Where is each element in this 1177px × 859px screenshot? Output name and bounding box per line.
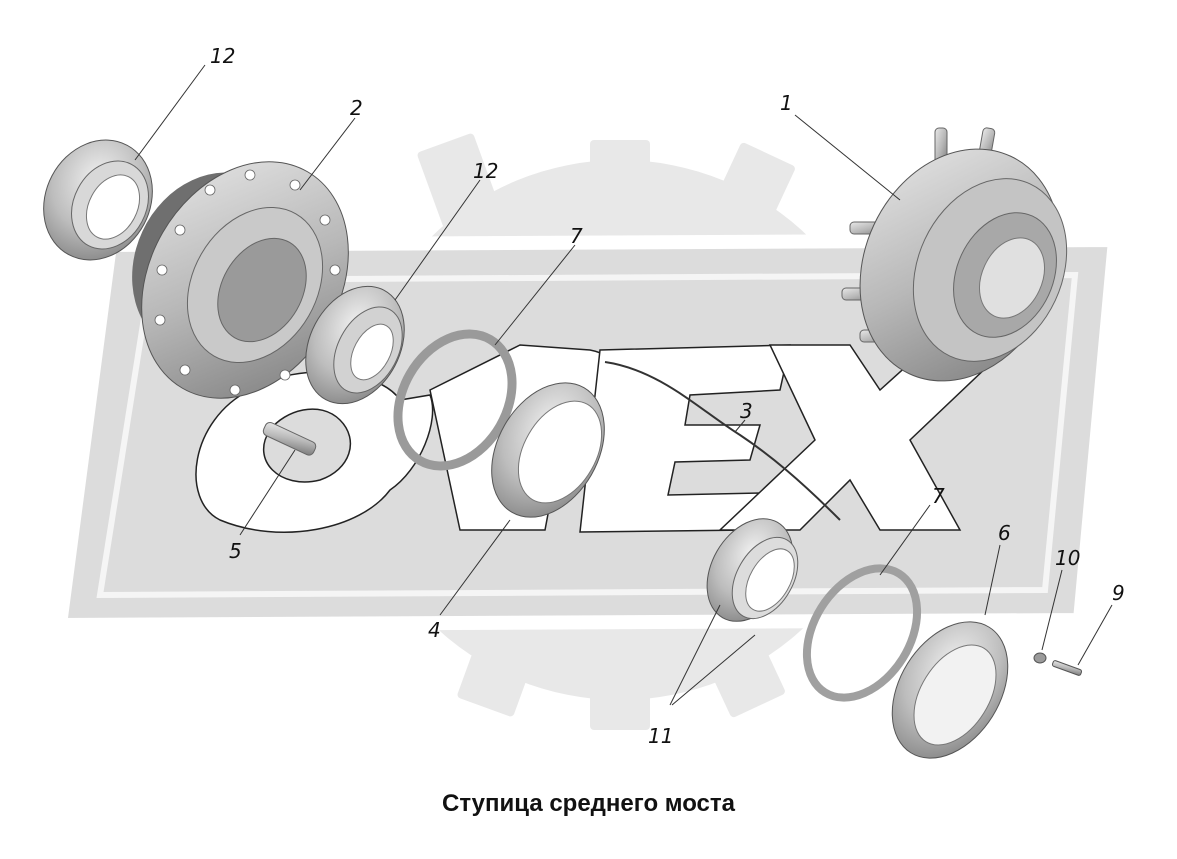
bearing-12-right: [305, 285, 405, 405]
callout-3: 3: [740, 399, 753, 423]
callout-11: 11: [648, 724, 673, 748]
leader-12-left: [134, 64, 206, 161]
washer-10: [1033, 652, 1047, 664]
callout-10: 10: [1055, 546, 1080, 570]
leader-3: [734, 419, 746, 433]
callout-5: 5: [229, 539, 242, 563]
ring-4: [491, 382, 605, 518]
leader-2: [299, 117, 356, 191]
bolt-9: [1051, 660, 1083, 676]
callout-7-upper: 7: [570, 224, 583, 248]
lock-wire-3: [604, 361, 841, 521]
hub-assembly-1: [841, 127, 1068, 382]
callout-2: 2: [350, 96, 363, 120]
leader-5: [239, 449, 296, 536]
leader-7-upper: [494, 244, 576, 346]
callout-12-left: 12: [210, 44, 235, 68]
leader-7-lower: [879, 504, 931, 576]
stud-5: [262, 421, 317, 456]
cover-6: [891, 621, 1009, 759]
leader-12-right: [394, 179, 481, 301]
leader-10: [1041, 569, 1063, 651]
hub-2: [132, 161, 349, 399]
leader-1: [794, 114, 901, 201]
callout-12-right: 12: [473, 159, 498, 183]
leader-9: [1077, 604, 1113, 666]
leader-11a: [669, 604, 721, 706]
gasket-7-upper: [393, 329, 517, 471]
diagram-caption-container: Ступица среднего моста: [0, 786, 1177, 821]
bearing-12-left: [43, 139, 153, 261]
diagram-caption: Ступица среднего моста: [413, 786, 763, 821]
leader-11b: [671, 634, 756, 706]
leader-lines: [134, 64, 1113, 706]
callout-labels: 12 2 12 7 1 3 5 4 7 6 10 9 11: [210, 44, 1125, 748]
callout-4: 4: [428, 618, 441, 642]
callout-9: 9: [1112, 581, 1125, 605]
callout-7-lower: 7: [932, 484, 945, 508]
callout-6: 6: [998, 521, 1011, 545]
spacer-rings-11: [706, 518, 799, 622]
callout-1: 1: [780, 91, 793, 115]
leader-4: [439, 519, 511, 616]
leader-6: [984, 544, 1001, 616]
gasket-7-lower: [802, 564, 922, 702]
